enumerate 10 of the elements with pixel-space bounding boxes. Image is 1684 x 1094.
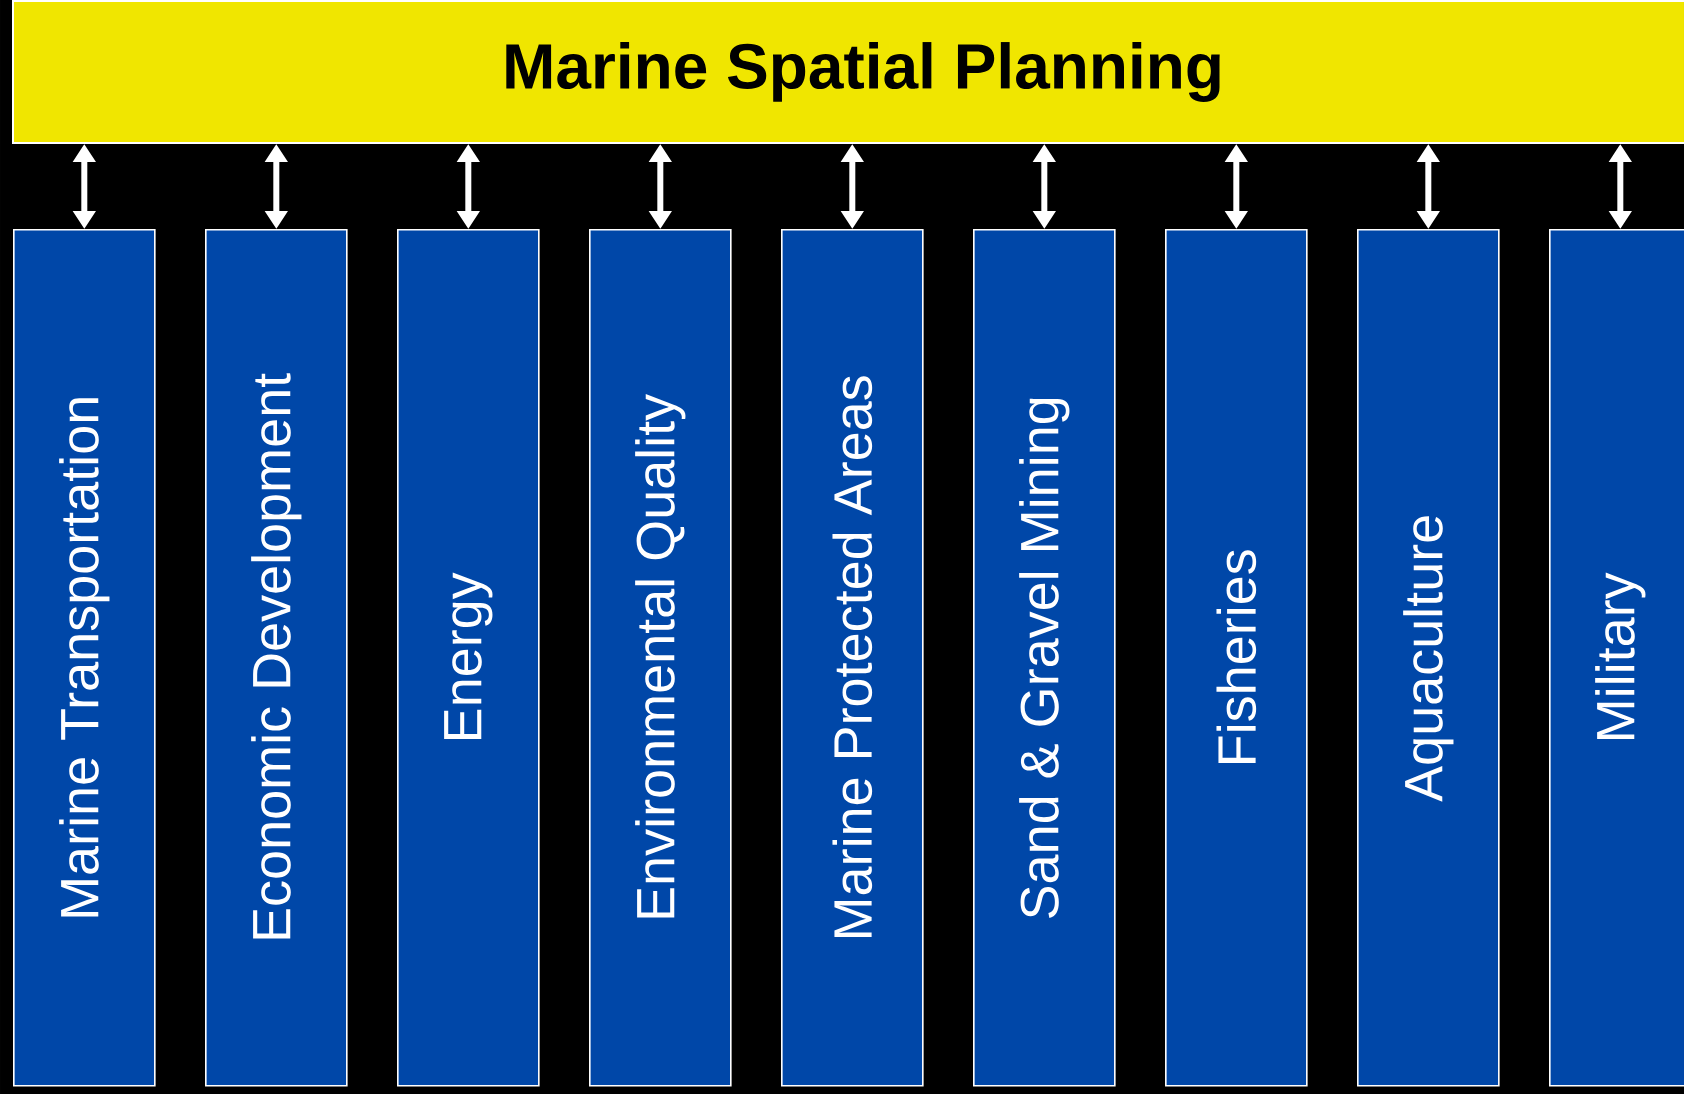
category-box: Environmental Quality <box>589 229 732 1087</box>
category-box: Sand & Gravel Mining <box>973 229 1116 1087</box>
category-box: Marine Transportation <box>13 229 156 1087</box>
category-box: Economic Development <box>205 229 348 1087</box>
category-box: Fisheries <box>1165 229 1308 1087</box>
title-band: Marine Spatial Planning <box>12 0 1684 144</box>
category-box: Military <box>1549 229 1684 1087</box>
category-box: Aquaculture <box>1357 229 1500 1087</box>
category-box: Energy <box>397 229 540 1087</box>
category-box: Marine Protected Areas <box>781 229 924 1087</box>
